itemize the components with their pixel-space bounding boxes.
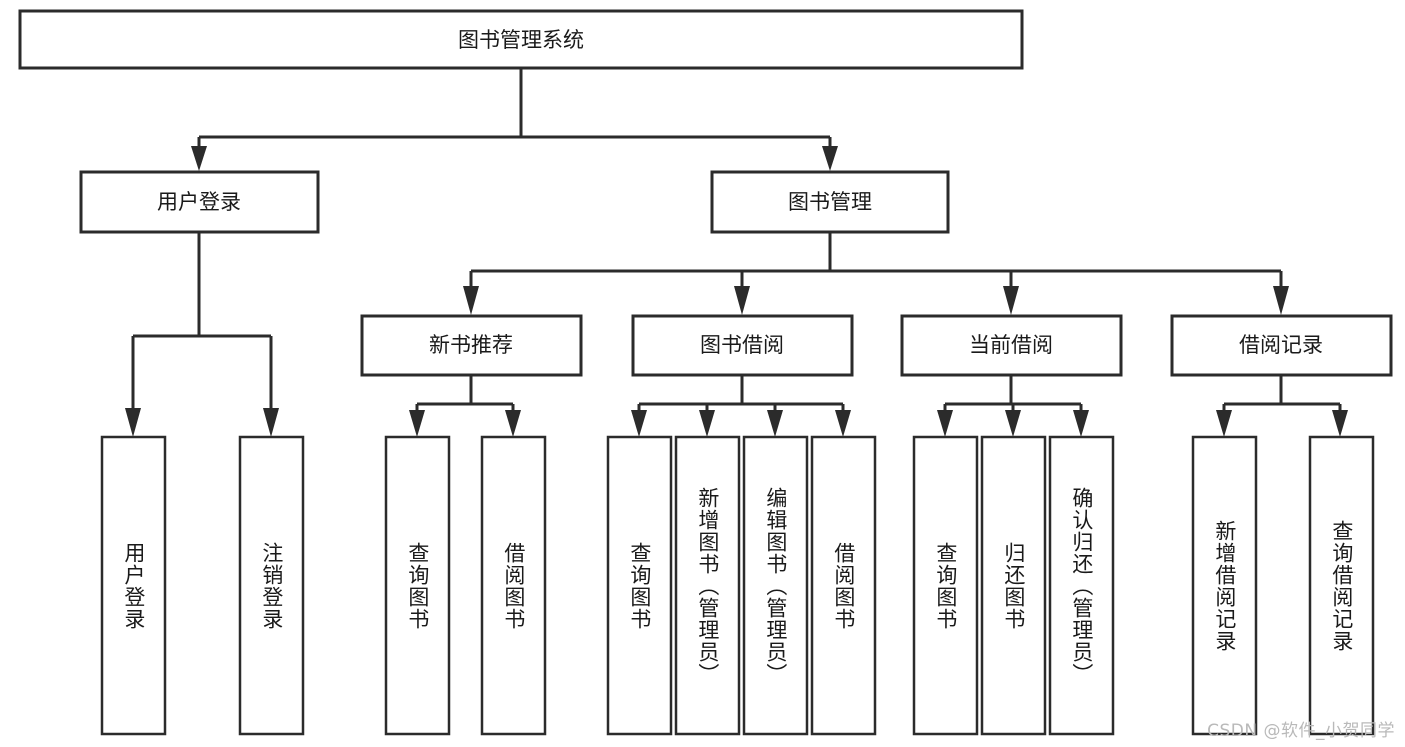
arrow-book-manage xyxy=(822,146,838,171)
leaf-add-record[interactable] xyxy=(1191,435,1258,736)
leaf-confirm-return[interactable] xyxy=(1048,435,1115,736)
book-manage-box[interactable] xyxy=(710,170,950,234)
leaf-box-add-book[interactable] xyxy=(674,435,741,736)
arrow-leaf-borrow-book-1 xyxy=(505,410,521,437)
arrow-leaf-logout xyxy=(263,408,279,437)
leaf-query-book-bookborrow[interactable] xyxy=(606,435,673,736)
book-borrow-label: 图书借阅 xyxy=(700,333,784,357)
leaf-box-return-book[interactable] xyxy=(980,435,1047,736)
node-book-manage[interactable]: 图书管理 xyxy=(710,170,950,234)
connector-newbook-to-leaves xyxy=(409,375,521,437)
leaf-add-book[interactable] xyxy=(674,435,741,736)
root-label: 图书管理系统 xyxy=(458,28,584,52)
current-borrow-box[interactable] xyxy=(900,314,1123,377)
connector-bookmanage-to-level3 xyxy=(463,232,1289,315)
arrow-leaf-confirm-return xyxy=(1073,410,1089,437)
arrow-leaf-query-book-3 xyxy=(937,410,953,437)
leaf-query-record[interactable] xyxy=(1308,435,1375,736)
book-borrow-box[interactable] xyxy=(631,314,854,377)
watermark-text: CSDN @软件_小贺同学 xyxy=(1207,721,1395,741)
arrow-book-borrow xyxy=(734,286,750,315)
new-book-label: 新书推荐 xyxy=(429,333,513,357)
arrow-leaf-user-login xyxy=(125,408,141,437)
arrow-leaf-borrow-book-2 xyxy=(835,410,851,437)
leaf-borrow-book-bookborrow[interactable] xyxy=(810,435,877,736)
leaf-query-book-currentborrow[interactable] xyxy=(912,435,979,736)
leaf-box-add-record[interactable] xyxy=(1191,435,1258,736)
leaf-box-user-login[interactable] xyxy=(100,435,167,736)
connector-userlogin-to-leaves xyxy=(125,232,279,437)
borrow-record-label: 借阅记录 xyxy=(1239,333,1323,357)
borrow-record-box[interactable] xyxy=(1170,314,1393,377)
arrow-leaf-add-record xyxy=(1216,410,1232,437)
node-book-borrow[interactable]: 图书借阅 xyxy=(631,314,854,377)
user-login-label: 用户登录 xyxy=(157,190,241,214)
connector-root-to-level2 xyxy=(191,68,838,171)
arrow-leaf-query-book-1 xyxy=(409,410,425,437)
arrow-user-login xyxy=(191,146,207,171)
node-borrow-record[interactable]: 借阅记录 xyxy=(1170,314,1393,377)
leaf-box-query-book-2[interactable] xyxy=(606,435,673,736)
root-box[interactable] xyxy=(18,9,1024,70)
node-new-book[interactable]: 新书推荐 xyxy=(360,314,583,377)
new-book-box[interactable] xyxy=(360,314,583,377)
connector-borrowrecord-to-leaves xyxy=(1216,375,1348,437)
leaf-borrow-book-newbook[interactable] xyxy=(480,435,547,736)
book-manage-label: 图书管理 xyxy=(788,190,872,214)
leaf-logout[interactable] xyxy=(238,435,305,736)
arrow-leaf-edit-book xyxy=(767,410,783,437)
arrow-leaf-query-book-2 xyxy=(631,410,647,437)
node-current-borrow[interactable]: 当前借阅 xyxy=(900,314,1123,377)
leaf-box-borrow-book-2[interactable] xyxy=(810,435,877,736)
leaf-return-book[interactable] xyxy=(980,435,1047,736)
arrow-leaf-return-book xyxy=(1005,410,1021,437)
node-user-login[interactable]: 用户登录 xyxy=(79,170,320,234)
arrow-current-borrow xyxy=(1003,286,1019,315)
current-borrow-label: 当前借阅 xyxy=(969,333,1053,357)
leaf-user-login[interactable] xyxy=(100,435,167,736)
leaf-box-borrow-book-1[interactable] xyxy=(480,435,547,736)
leaf-box-confirm-return[interactable] xyxy=(1048,435,1115,736)
leaf-box-query-book-1[interactable] xyxy=(384,435,451,736)
leaf-box-edit-book[interactable] xyxy=(742,435,809,736)
arrow-leaf-add-book xyxy=(699,410,715,437)
connector-bookborrow-to-leaves xyxy=(631,375,851,437)
leaf-query-book-newbook[interactable] xyxy=(384,435,451,736)
arrow-leaf-query-record xyxy=(1332,410,1348,437)
leaf-box-logout[interactable] xyxy=(238,435,305,736)
connector-currentborrow-to-leaves xyxy=(937,375,1089,437)
arrow-borrow-record xyxy=(1273,286,1289,315)
leaf-box-query-book-3[interactable] xyxy=(912,435,979,736)
node-root[interactable]: 图书管理系统 xyxy=(18,9,1024,70)
leaf-box-query-record[interactable] xyxy=(1308,435,1375,736)
arrow-new-book xyxy=(463,286,479,315)
leaf-edit-book[interactable] xyxy=(742,435,809,736)
